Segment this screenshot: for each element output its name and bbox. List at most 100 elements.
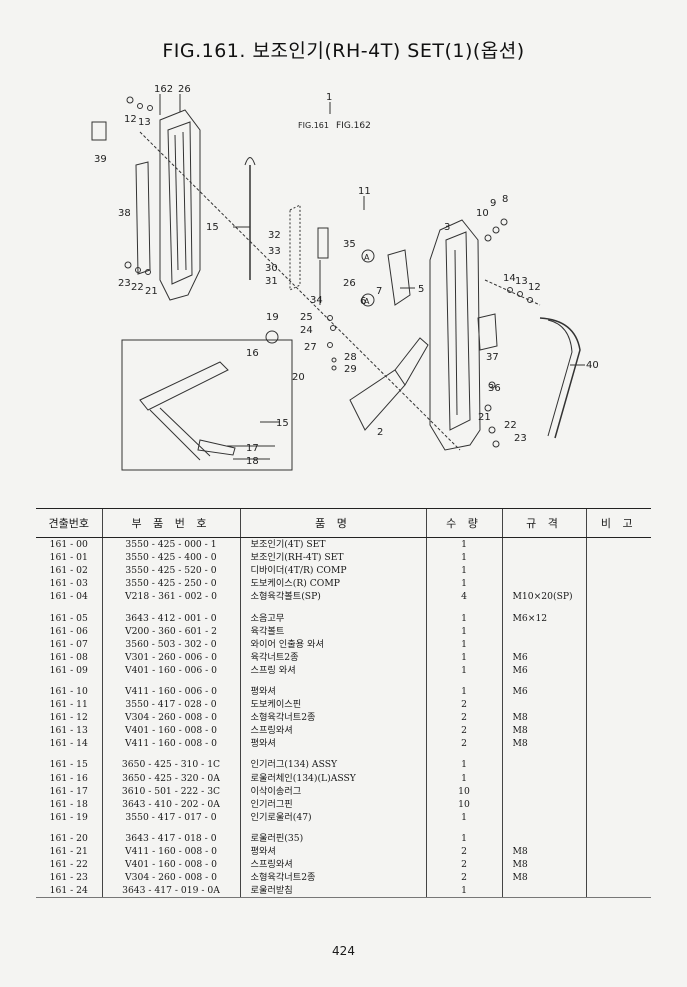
callout-18: 18 (246, 456, 259, 467)
callout-8: 8 (502, 194, 508, 205)
quantity-cell: 1 (425, 758, 502, 772)
quantity-cell: 10 (425, 797, 502, 811)
callout-34: 34 (310, 295, 323, 306)
table-bottom-rule (36, 897, 651, 899)
part-name-cell: 육각볼트 (239, 624, 426, 638)
part-name-cell: 평와셔 (239, 737, 426, 751)
callout-7: 7 (376, 286, 382, 297)
spec-cell (501, 537, 586, 552)
part-no-cell: 3643 - 412 - 001 - 0 (101, 611, 240, 625)
spec-cell: M8 (501, 858, 586, 872)
spacer-cell (501, 750, 586, 759)
circle-a-label-2: A (364, 297, 370, 306)
part-no-cell: V304 - 260 - 008 - 0 (101, 871, 240, 885)
remarks-cell (585, 831, 651, 845)
callout-162: 162 (154, 84, 173, 95)
cover-plate (135, 161, 151, 275)
ref-no-cell: 161 - 10 (49, 685, 88, 697)
spacer-cell (239, 823, 426, 832)
part-no-cell: V411 - 160 - 008 - 0 (101, 844, 240, 859)
callout-30: 30 (265, 263, 278, 274)
callout-37: 37 (486, 352, 499, 363)
callout-10: 10 (476, 208, 489, 219)
spec-cell: M6 (501, 684, 586, 699)
spec-cell (501, 564, 586, 578)
part-no-cell: 3560 - 503 - 302 - 0 (101, 637, 240, 651)
part-name-cell: 소형육각너트2종 (239, 871, 426, 885)
group-spacer-row (36, 823, 651, 832)
callout-39: 39 (94, 154, 107, 165)
remarks-cell (585, 771, 651, 785)
callout-38: 38 (118, 208, 131, 219)
spacer-cell (36, 677, 102, 685)
part-name-cell: 육각너트2종 (239, 650, 426, 664)
callout-32: 32 (268, 230, 281, 241)
page-title: FIG.161. 보조인기(RH-4T) SET(1)(옵션) (162, 40, 525, 62)
callout-28: 28 (344, 352, 357, 363)
spec-cell (501, 577, 586, 591)
ref-no-cell: 161 - 23 (49, 872, 88, 884)
part-name-cell: 이삭이송러그 (239, 784, 426, 798)
spacer-cell (585, 823, 651, 832)
ref-no-cell: 161 - 16 (49, 772, 88, 784)
quantity-cell: 1 (425, 650, 502, 664)
ref-no-cell: 161 - 13 (49, 725, 88, 737)
remarks-cell (585, 884, 651, 898)
part-name-cell: 로울러핀(35) (239, 831, 426, 845)
quantity-cell: 2 (425, 711, 502, 725)
remarks-cell (585, 611, 651, 625)
remarks-cell (585, 624, 651, 638)
part-no-cell: V401 - 160 - 006 - 0 (101, 663, 240, 677)
quantity-cell: 1 (425, 884, 502, 898)
callout-36: 36 (488, 383, 501, 394)
ref-no-cell: 161 - 22 (49, 859, 88, 871)
part-no-cell: 3550 - 417 - 017 - 0 (101, 810, 240, 824)
spec-cell (501, 758, 586, 772)
part-no-cell: 3643 - 417 - 018 - 0 (101, 831, 240, 845)
quantity-cell: 1 (425, 663, 502, 677)
spacer-cell (239, 603, 426, 612)
spacer-cell (36, 824, 102, 832)
callout-15: 15 (206, 222, 219, 233)
ref-no-cell: 161 - 07 (49, 638, 88, 650)
quantity-cell: 1 (425, 537, 502, 552)
spacer-cell (101, 603, 240, 612)
part-no-cell: V411 - 160 - 008 - 0 (101, 737, 240, 751)
ref-no-cell: 161 - 15 (49, 759, 88, 771)
part-no-cell: V218 - 361 - 002 - 0 (101, 590, 240, 604)
header-remarks: 비 고 (585, 508, 651, 538)
chain-assembly-inset (121, 339, 293, 471)
part-name-cell: 소음고무 (239, 611, 426, 625)
callout-17: 17 (246, 443, 259, 454)
part-no-cell: V411 - 160 - 006 - 0 (101, 684, 240, 699)
ref-no-cell: 161 - 18 (49, 798, 88, 810)
part-name-cell: 디바이더(4T/R) COMP (239, 564, 426, 578)
callout-13b: 13 (515, 276, 528, 287)
part-name-cell: 소형육각너트2종 (239, 711, 426, 725)
ref-no-cell: 161 - 19 (49, 811, 88, 823)
part-name-cell: 스프링 와셔 (239, 663, 426, 677)
callout-40: 40 (586, 360, 599, 371)
part-no-cell: 3550 - 425 - 000 - 1 (101, 537, 240, 552)
quantity-cell: 2 (425, 844, 502, 859)
page-number: 424 (332, 944, 355, 958)
spacer-cell (585, 676, 651, 685)
group-spacer-row (36, 676, 651, 685)
spec-cell (501, 771, 586, 785)
callout-3: 3 (444, 222, 450, 233)
ref-no-cell: 161 - 08 (49, 651, 88, 663)
spec-cell (501, 698, 586, 712)
remarks-cell (585, 663, 651, 677)
ref-no-cell: 161 - 21 (49, 846, 88, 858)
spacer-cell (425, 823, 502, 832)
spacer-cell (585, 603, 651, 612)
